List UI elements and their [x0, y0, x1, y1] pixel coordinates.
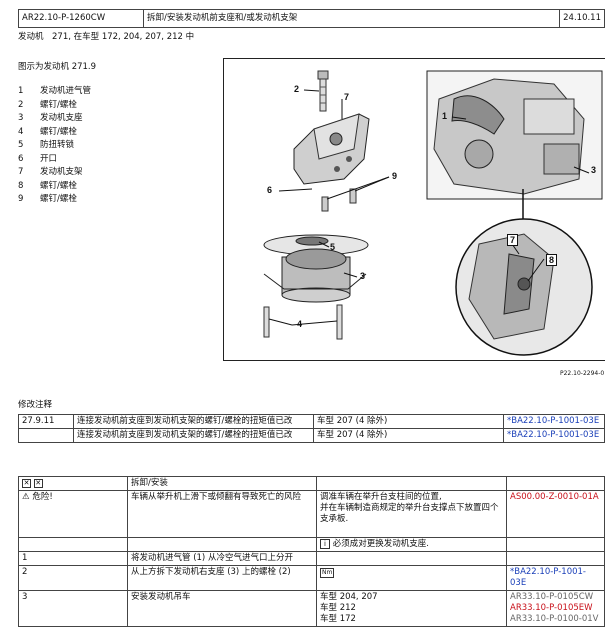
callout-5: 5 [330, 242, 336, 252]
bolt-2-drawing [317, 70, 329, 112]
table-row: ⚠ 危险! 车辆从举升机上滑下或倾翻有导致死亡的风险 调准车辆在举升台支柱间的位… [18, 490, 605, 538]
callout-8: 8 [546, 254, 558, 266]
header-table: AR22.10-P-1260CW 拆卸/安装发动机前支座和/或发动机支架 24.… [18, 9, 605, 28]
table-row: 2 从上方拆下发动机右支座 (3) 上的螺栓 (2) Nm *BA22.10-P… [18, 565, 605, 591]
table-row: i 必须成对更换发动机支座. [18, 537, 605, 552]
callout-6: 6 [267, 185, 273, 195]
reference-link[interactable]: AR33.10-P-0105EW [510, 603, 593, 613]
figure-reference: P22.10-2294-0 [560, 370, 605, 377]
doc-date: 24.10.11 [559, 9, 605, 28]
engine-mount-drawing [263, 234, 369, 303]
callout-1: 1 [442, 111, 448, 121]
notes-heading: 修改注释 [18, 400, 53, 410]
subtitle: 发动机 271, 在车型 172, 204, 207, 212 中 [18, 32, 195, 42]
callout-7-detail: 7 [507, 234, 519, 246]
callout-2: 2 [294, 84, 300, 94]
technical-illustration: 2 7 6 5 3 4 9 1 3 7 8 [223, 58, 605, 361]
engine-overview-drawing [426, 70, 603, 200]
reference-link[interactable]: AR33.10-P-0100-01V [510, 614, 599, 624]
table-row: 1 将发动机进气管 (1) 从冷空气进气口上分开 [18, 551, 605, 566]
collapse-icon[interactable]: ✕ [33, 479, 43, 488]
callout-7: 7 [344, 92, 350, 102]
reference-link[interactable]: *BA22.10-P-1001-03E [503, 428, 605, 443]
callout-3-overview: 3 [591, 165, 597, 175]
detail-zoom-drawing [455, 189, 593, 356]
expand-icon[interactable]: ✕ [22, 479, 31, 488]
callout-3: 3 [360, 271, 366, 281]
illustration-drawing [263, 70, 603, 356]
warning-icon: ⚠ [22, 492, 30, 502]
callout-4: 4 [297, 319, 303, 329]
callout-9: 9 [392, 171, 398, 181]
table-row: 连接发动机前支座到发动机支架的螺钉/螺栓的扭矩值已改 车型 207 (4 除外)… [18, 428, 605, 443]
table-row: ✕ ✕ 拆卸/安装 [18, 476, 605, 491]
procedure-table: ✕ ✕ 拆卸/安装 ⚠ 危险! 车辆从举升机上滑下或倾翻有导致死亡的风险 调准车… [18, 476, 605, 627]
figure-caption: 图示为发动机 271.9 [18, 62, 97, 72]
torque-icon: Nm [320, 568, 335, 578]
table-row: 3 安装发动机吊车 车型 204, 207 车型 212 车型 172 AR33… [18, 590, 605, 627]
reference-link[interactable]: *BA22.10-P-1001-03E [503, 414, 605, 429]
reference-link[interactable]: AS00.00-Z-0010-01A [506, 490, 605, 538]
table-row: 27.9.11 连接发动机前支座到发动机支架的螺钉/螺栓的扭矩值已改 车型 20… [18, 414, 605, 429]
reference-link[interactable]: AR33.10-P-0105CW [510, 592, 594, 602]
doc-id: AR22.10-P-1260CW [18, 9, 144, 28]
notes-table: 27.9.11 连接发动机前支座到发动机支架的螺钉/螺栓的扭矩值已改 车型 20… [18, 414, 605, 443]
reference-link[interactable]: *BA22.10-P-1001-03E [506, 565, 605, 591]
engine-bracket-drawing [293, 113, 370, 185]
doc-title: 拆卸/安装发动机前支座和/或发动机支架 [142, 9, 561, 28]
info-icon: i [320, 539, 330, 549]
